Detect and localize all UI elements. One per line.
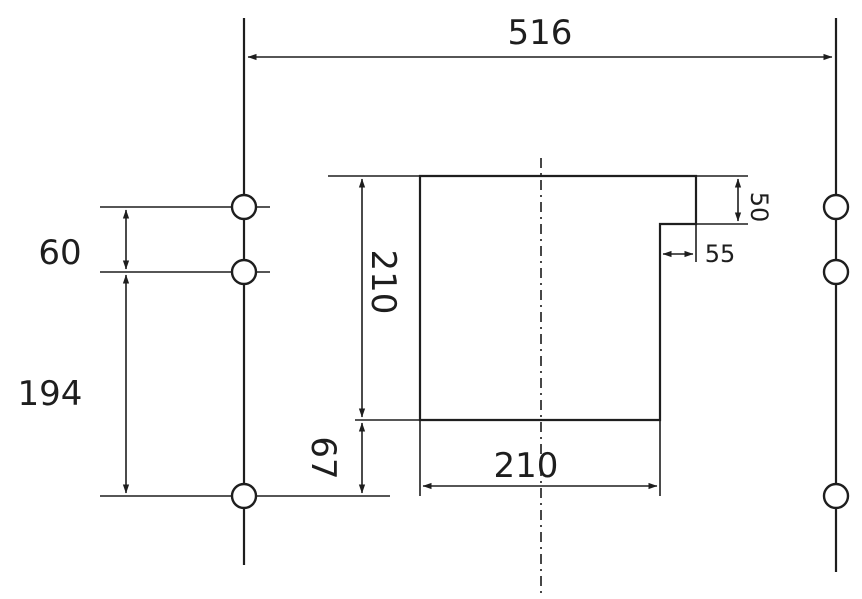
right-upper-hole: [822, 193, 850, 221]
overall-width-label: 516: [508, 13, 573, 53]
lower-hole-pitch-label: 194: [18, 374, 83, 414]
cutout-width-label: 210: [494, 446, 559, 486]
left-middle-hole: [230, 258, 258, 286]
notch-height-label: 50: [745, 192, 773, 223]
cutout-outline: [418, 174, 698, 422]
bottom-offset-label: 67: [303, 436, 343, 479]
notch-width-label: 55: [705, 240, 736, 268]
left-lower-hole: [230, 482, 258, 510]
upper-hole-pitch-label: 60: [38, 233, 81, 273]
right-lower-hole: [822, 482, 850, 510]
right-middle-hole: [822, 258, 850, 286]
left-upper-hole: [230, 193, 258, 221]
cutout-height-label: 210: [363, 250, 403, 315]
